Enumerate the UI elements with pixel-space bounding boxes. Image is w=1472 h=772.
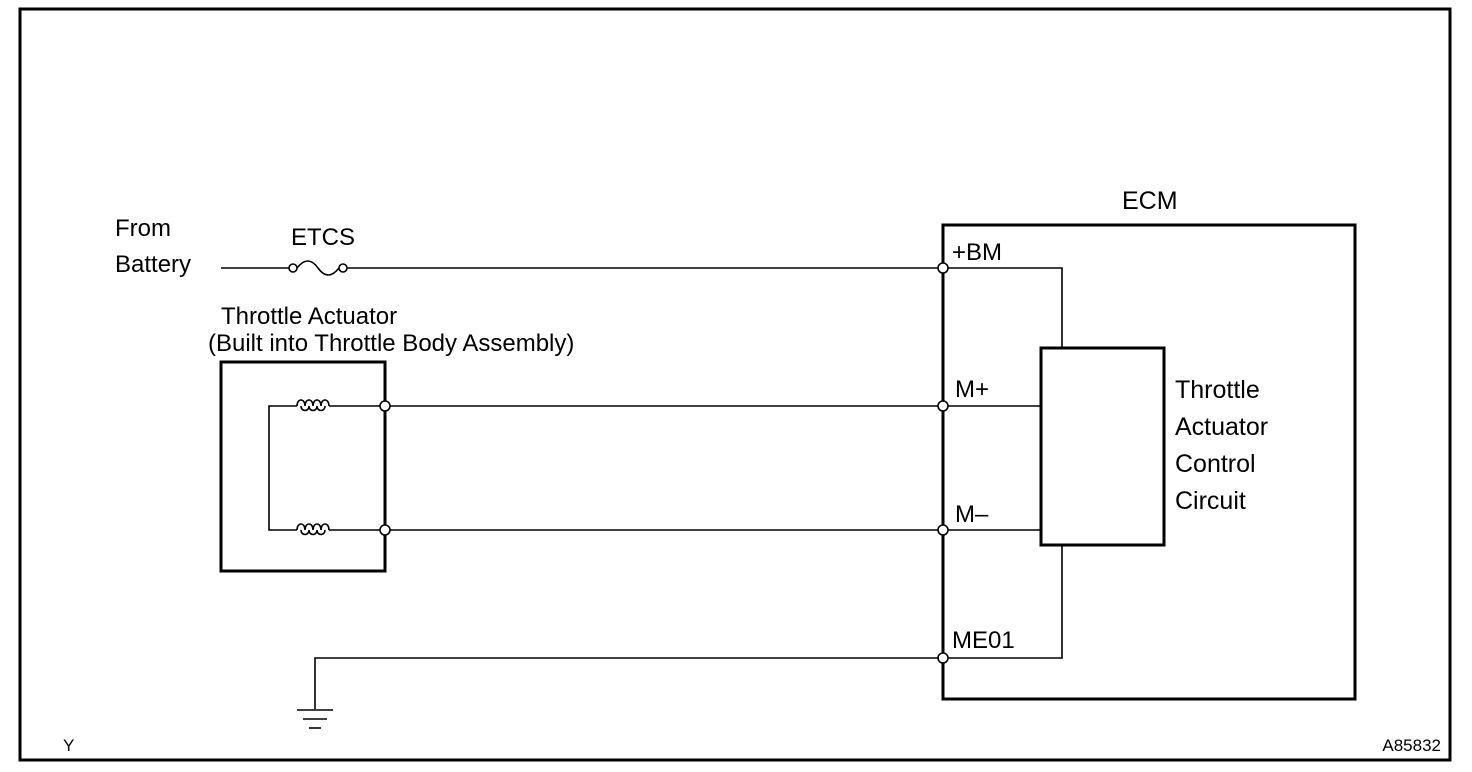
terminal-label-m-minus: M– [955, 501, 989, 528]
throttle-actuator-box [219, 360, 387, 573]
ecm-terminal-m-plus [937, 400, 949, 412]
motor-coil-upper-icon [296, 399, 381, 412]
bm-internal-wire [947, 267, 1063, 348]
from-battery-label-1: From [115, 215, 171, 242]
control-circuit-label-3: Control [1175, 450, 1256, 478]
from-battery-label-2: Battery [115, 251, 191, 278]
actuator-terminal-lower [379, 524, 391, 536]
figure-code: A85832 [1382, 736, 1441, 755]
ecm-label: ECM [1122, 187, 1178, 215]
ecm-box [941, 223, 1357, 701]
ecm-terminal-bm [937, 262, 949, 274]
diagram-frame [18, 7, 1452, 762]
actuator-terminal-upper [379, 400, 391, 412]
ecm-terminal-me01 [937, 652, 949, 664]
terminal-label-me01: ME01 [952, 627, 1015, 654]
fuse-symbol [288, 260, 348, 276]
ecm-terminal-m-minus [937, 524, 949, 536]
corner-label-left: Y [63, 736, 74, 755]
me01-internal-wire [947, 545, 1063, 659]
control-circuit-label-2: Actuator [1175, 413, 1268, 441]
control-circuit-label-4: Circuit [1175, 487, 1246, 515]
ground-icon [297, 709, 333, 729]
throttle-actuator-label-2: (Built into Throttle Body Assembly) [208, 330, 574, 357]
motor-coil-lower-icon [296, 523, 381, 536]
ground-wire [314, 657, 939, 709]
control-circuit-label-1: Throttle [1175, 376, 1260, 404]
actuator-loop-wire [268, 405, 297, 531]
terminal-label-bm: +BM [952, 239, 1002, 266]
throttle-actuator-label-1: Throttle Actuator [221, 303, 397, 330]
fuse-label: ETCS [291, 224, 355, 251]
terminal-label-m-plus: M+ [955, 376, 989, 403]
control-circuit-box [1039, 346, 1166, 547]
